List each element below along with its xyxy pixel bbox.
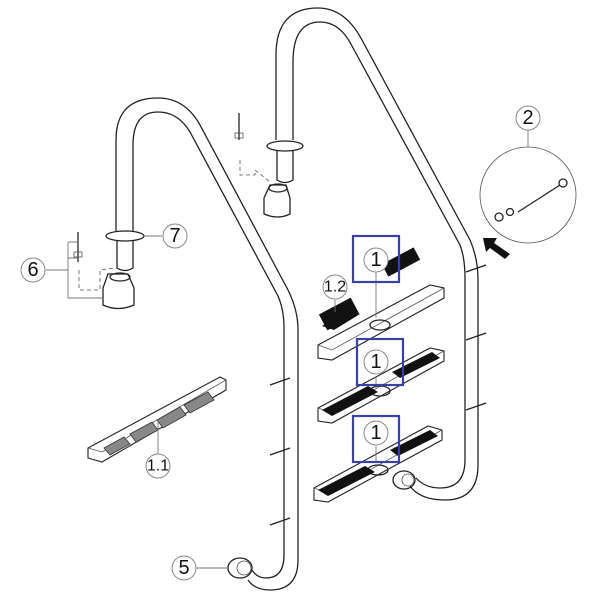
callout-6-label: 6 (27, 259, 38, 281)
step-tread-base-exploded (87, 376, 227, 463)
callout-7[interactable]: 7 (162, 223, 188, 249)
callout-1-1[interactable]: 1.1 (145, 453, 171, 479)
callout-5[interactable]: 5 (171, 555, 197, 581)
callout-2[interactable]: 2 (515, 105, 541, 131)
callout-6-bracket (46, 241, 104, 299)
highlight-box-bottom (351, 414, 401, 464)
callout-1-2[interactable]: 1.2 (322, 274, 348, 300)
anchor-socket-upper (234, 113, 291, 218)
callout-1-bottom[interactable]: 1 (363, 420, 389, 446)
bolt-detail (479, 130, 577, 244)
callout-1-middle[interactable]: 1 (363, 349, 389, 375)
bolts (269, 264, 487, 526)
callout-1-bottom-label: 1 (370, 422, 381, 444)
arrow-icon (483, 238, 510, 259)
right-handrail (266, 7, 479, 501)
callout-1-1-label: 1.1 (147, 458, 169, 475)
leader-lines (145, 235, 377, 569)
step-tread-bottom (313, 425, 443, 503)
callout-5-label: 5 (178, 557, 189, 579)
left-handrail (105, 97, 299, 591)
callout-1-middle-label: 1 (370, 351, 381, 373)
callout-1-top-label: 1 (370, 249, 381, 271)
callout-1-top[interactable]: 1 (363, 247, 389, 273)
callout-6[interactable]: 6 (20, 257, 46, 283)
highlight-box-middle (355, 337, 405, 387)
anti-slip-pad-exploded (322, 310, 360, 330)
callout-7-label: 7 (169, 225, 180, 247)
highlight-box-top (351, 234, 401, 284)
end-cap-5 (227, 557, 253, 579)
callout-1-2-label: 1.2 (324, 279, 346, 296)
anchor-socket-lower (73, 232, 135, 310)
callout-2-label: 2 (522, 107, 533, 129)
end-cap-rear (392, 470, 416, 490)
